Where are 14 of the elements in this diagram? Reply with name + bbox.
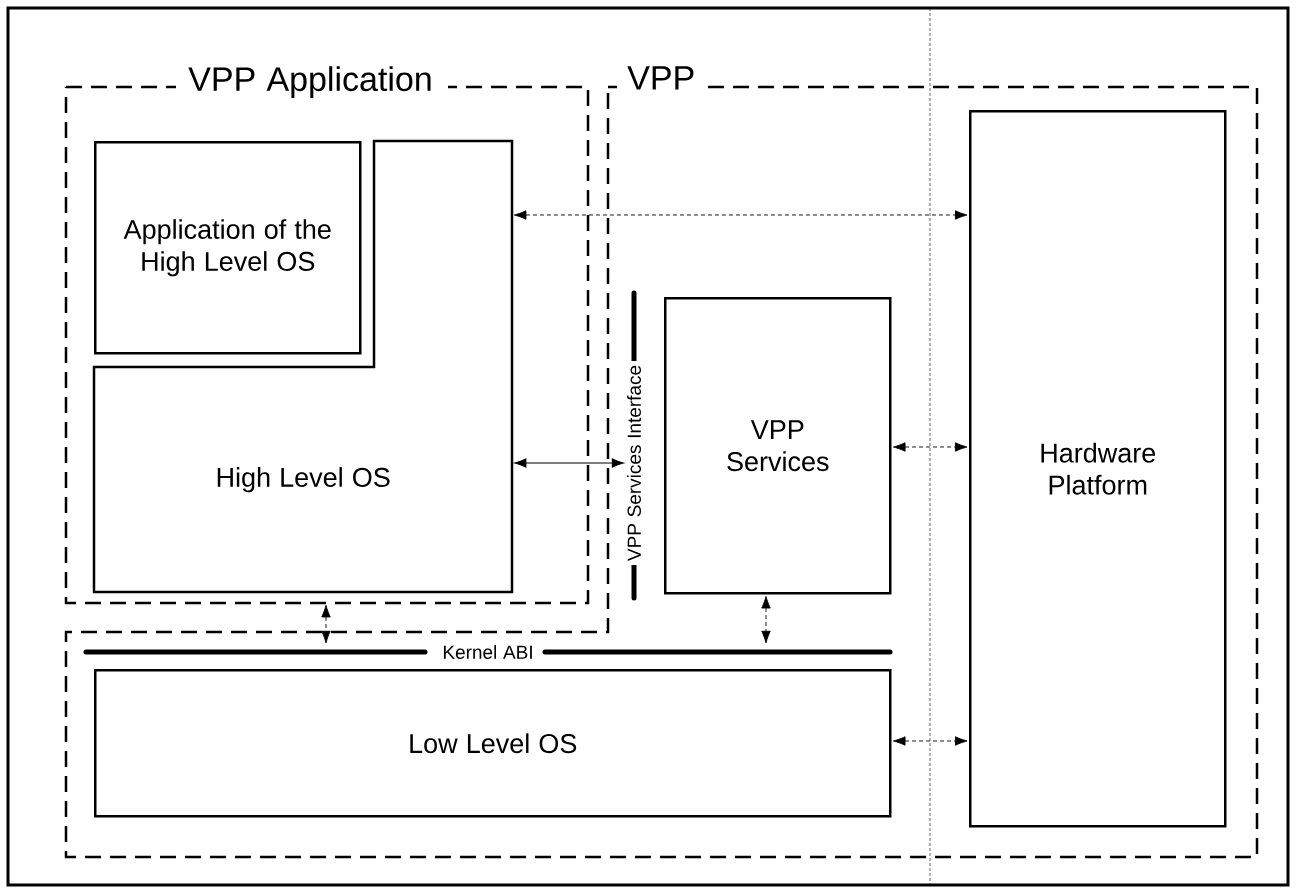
arrow — [893, 736, 968, 746]
interface-bar: Kernel ABI — [83, 645, 893, 659]
arrow — [514, 458, 624, 468]
arrow — [513, 210, 968, 220]
arrow — [893, 442, 968, 452]
arrow — [761, 596, 771, 644]
component-box: VPP Services — [664, 297, 892, 595]
component-box: Hardware Platform — [969, 110, 1227, 828]
node-label: VPP — [627, 66, 694, 90]
interface-bar: VPP Services Interface — [626, 290, 642, 601]
component-box: Low Level OS — [94, 669, 892, 818]
component-box: Application of the High Level OS — [94, 141, 362, 355]
arrow — [321, 604, 331, 644]
node-label: VPP Services Interface — [627, 365, 641, 562]
